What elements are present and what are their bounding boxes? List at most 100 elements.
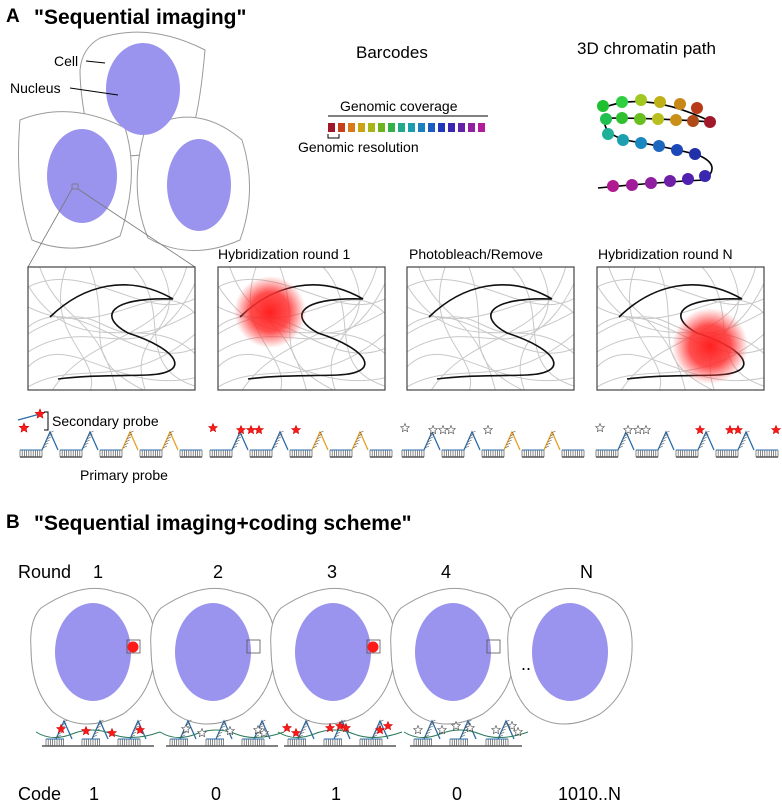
chromatin-bead bbox=[617, 134, 629, 146]
probe-schematics-a bbox=[17, 408, 782, 458]
probe-arm bbox=[697, 430, 715, 451]
background-fiber bbox=[132, 267, 195, 387]
round-number-1: 1 bbox=[93, 562, 103, 582]
arm-rung bbox=[356, 436, 362, 440]
arm-rung bbox=[86, 436, 92, 440]
empty-fluorophore-icon bbox=[224, 725, 236, 736]
cell-label-line bbox=[85, 60, 106, 64]
red-fluorophore-icon bbox=[245, 424, 257, 435]
arm-rung bbox=[658, 445, 664, 449]
arm-rung bbox=[467, 719, 472, 723]
round-nucleus bbox=[415, 603, 491, 701]
arm-rung bbox=[222, 722, 227, 726]
barcode-segment bbox=[428, 123, 435, 132]
background-fiber bbox=[407, 354, 574, 382]
round-row-label: Round bbox=[18, 562, 71, 582]
arm-rung bbox=[137, 719, 142, 723]
red-fluorophore-icon bbox=[207, 422, 219, 433]
arm-rung bbox=[318, 433, 323, 437]
barcode-segment bbox=[378, 123, 385, 132]
arm-rung bbox=[428, 436, 434, 440]
background-fiber bbox=[511, 267, 574, 387]
probe-arm bbox=[737, 430, 755, 451]
chromatin-bead bbox=[635, 137, 647, 149]
empty-fluorophore-icon bbox=[632, 424, 644, 435]
arm-rung bbox=[238, 433, 243, 437]
arm-rung bbox=[618, 445, 624, 449]
red-fluorophore-icon bbox=[34, 408, 46, 419]
probe-arm bbox=[351, 430, 369, 451]
arm-rung bbox=[126, 436, 132, 440]
probe-arm bbox=[161, 430, 179, 451]
empty-fluorophore-icon bbox=[399, 422, 411, 433]
red-fluorophore-icon bbox=[290, 727, 302, 738]
arm-rung bbox=[85, 439, 90, 443]
arm-rung bbox=[302, 725, 308, 729]
code-value-n: 1010..N bbox=[558, 784, 621, 804]
locus-box bbox=[486, 639, 501, 654]
arm-rung bbox=[355, 439, 360, 443]
chromatin-bead bbox=[634, 113, 646, 125]
arm-rung bbox=[462, 731, 467, 735]
chromatin-bead bbox=[674, 98, 686, 110]
arm-rung bbox=[506, 442, 511, 446]
arm-rung bbox=[511, 430, 516, 434]
chromatin-beads bbox=[597, 94, 716, 192]
background-fiber bbox=[218, 333, 385, 388]
probe-arm bbox=[91, 719, 109, 740]
traced-chromatin-fiber bbox=[428, 284, 555, 380]
secondary-strand bbox=[277, 729, 403, 738]
arm-rung bbox=[354, 442, 359, 446]
red-fluorophore-icon bbox=[134, 724, 146, 735]
empty-fluorophore-icon bbox=[622, 424, 634, 435]
zoom-box-round-n bbox=[596, 266, 765, 391]
chromatin-bead bbox=[653, 140, 665, 152]
arm-rung bbox=[622, 436, 628, 440]
arm-rung bbox=[63, 719, 68, 723]
round-nucleus bbox=[55, 603, 131, 701]
arm-rung bbox=[260, 722, 265, 726]
arm-rung bbox=[130, 734, 136, 738]
zoom-box-round-1 bbox=[217, 266, 386, 391]
chromatin-bead bbox=[664, 175, 676, 187]
background-fiber bbox=[28, 316, 195, 354]
empty-fluorophore-icon bbox=[427, 424, 439, 435]
arm-rung bbox=[424, 734, 430, 738]
arm-rung bbox=[89, 430, 94, 434]
arm-rung bbox=[460, 734, 466, 738]
barcode-segment bbox=[358, 123, 365, 132]
background-fiber bbox=[28, 284, 195, 355]
panel-a-letter: A bbox=[6, 6, 20, 27]
arm-rung bbox=[378, 722, 383, 726]
panel-a-title: "Sequential imaging" bbox=[34, 6, 246, 29]
arm-rung bbox=[315, 439, 320, 443]
chromatin-bead bbox=[671, 144, 683, 156]
empty-fluorophore-icon bbox=[594, 422, 606, 433]
background-fiber bbox=[418, 267, 496, 390]
probe-arm bbox=[459, 719, 477, 740]
background-fiber bbox=[407, 278, 574, 306]
arm-rung bbox=[218, 731, 223, 735]
arm-rung bbox=[165, 439, 170, 443]
locus-box bbox=[126, 639, 141, 654]
arm-rung bbox=[274, 442, 279, 446]
arm-rung bbox=[498, 734, 504, 738]
red-fluorophore-icon bbox=[235, 424, 247, 435]
background-fiber bbox=[407, 281, 574, 353]
chromatin-bead bbox=[687, 115, 699, 127]
arm-rung bbox=[466, 442, 471, 446]
arm-rung bbox=[300, 731, 305, 735]
background-fiber bbox=[218, 354, 385, 382]
traced-chromatin-fiber bbox=[49, 284, 176, 380]
arm-rung bbox=[662, 436, 668, 440]
barcode-segment bbox=[338, 123, 345, 132]
arm-rung bbox=[468, 436, 474, 440]
background-fiber bbox=[628, 267, 662, 390]
red-fluorophore-icon bbox=[340, 722, 352, 733]
arm-rung bbox=[352, 445, 358, 449]
arm-rung bbox=[129, 430, 134, 434]
background-fiber bbox=[438, 267, 472, 390]
probe-arm bbox=[463, 430, 481, 451]
empty-fluorophore-icon bbox=[482, 424, 494, 435]
arm-rung bbox=[94, 731, 99, 735]
